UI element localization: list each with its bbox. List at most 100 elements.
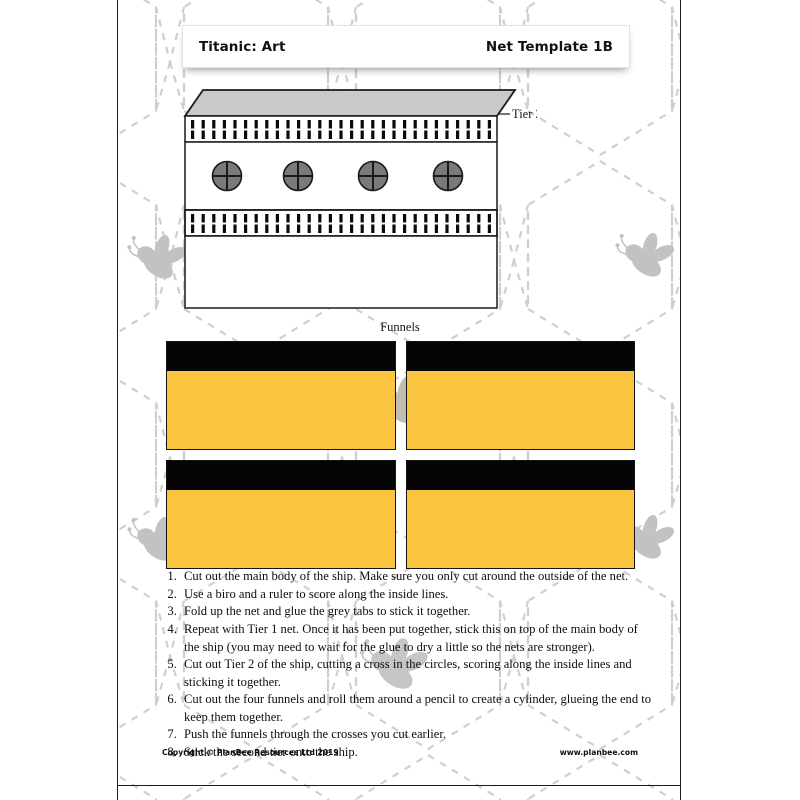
ship-window-mark [233,130,237,139]
ship-window-mark [456,130,460,139]
ship-window-mark [286,224,290,233]
ship-window-mark [424,214,428,223]
ship-window-mark [381,120,385,129]
instructions-section: Cut out the main body of the ship. Make … [156,568,656,762]
page-footer: Copyright © PlanBee Resources Ltd 2019 w… [118,748,680,770]
ship-window-mark [466,120,470,129]
ship-window-mark [413,224,417,233]
worksheet-header-box: Titanic: Art Net Template 1B [182,25,630,68]
ship-window-mark [360,120,364,129]
ship-window-mark [350,224,354,233]
ship-window-mark [328,130,332,139]
ship-window-mark [297,120,301,129]
ship-window-mark [233,224,237,233]
funnel-cap-band [406,342,634,371]
ship-window-mark [318,214,322,223]
ship-window-mark [350,130,354,139]
ship-window-mark [275,214,279,223]
ship-window-mark [212,130,216,139]
funnels-section-label: Funnels [380,320,420,334]
ship-net-diagram: Tier 2 [183,89,537,309]
ship-window-mark [371,214,375,223]
ship-window-mark [392,224,396,233]
ship-window-mark [487,120,491,129]
ship-window-mark [477,214,481,223]
ship-window-mark [254,120,258,129]
instruction-step: Use a biro and a ruler to score along th… [180,586,656,603]
ship-window-mark [360,214,364,223]
ship-window-mark [466,224,470,233]
ship-window-mark [328,120,332,129]
ship-window-mark [286,120,290,129]
ship-window-mark [212,224,216,233]
instructions-list: Cut out the main body of the ship. Make … [156,568,656,762]
ship-window-mark [191,224,195,233]
ship-window-mark [222,224,226,233]
instruction-step: Fold up the net and glue the grey tabs t… [180,603,656,620]
porthole [432,160,464,192]
ship-window-mark [244,120,248,129]
porthole [357,160,389,192]
ship-window-mark [286,130,290,139]
ship-window-mark [201,224,205,233]
ship-window-mark [434,214,438,223]
ship-window-mark [275,130,279,139]
footer-website-url[interactable]: www.planbee.com [559,748,638,757]
instruction-step: Push the funnels through the crosses you… [180,726,656,743]
ship-window-mark [360,130,364,139]
ship-window-mark [477,224,481,233]
ship-window-mark [456,224,460,233]
ship-window-mark [339,120,343,129]
ship-window-mark [233,120,237,129]
ship-window-mark [328,224,332,233]
ship-window-mark [307,120,311,129]
worksheet-page: Titanic: Art Net Template 1B [117,0,681,800]
ship-window-mark [456,120,460,129]
ship-window-mark [381,214,385,223]
ship-window-mark [371,120,375,129]
bee-decoration-icon [615,232,674,277]
ship-window-mark [265,130,269,139]
ship-window-mark [318,130,322,139]
ship-window-mark [392,214,396,223]
ship-window-mark [339,130,343,139]
ship-window-mark [222,130,226,139]
funnel-net [166,460,396,569]
ship-window-mark [244,130,248,139]
page-title-right: Net Template 1B [485,38,613,55]
ship-window-mark [413,120,417,129]
footer-copyright: Copyright © PlanBee Resources Ltd 2019 [162,748,339,757]
ship-window-mark [339,214,343,223]
ship-window-mark [212,214,216,223]
ship-window-mark [286,214,290,223]
ship-window-mark [445,224,449,233]
funnel-net-grid [166,341,635,569]
ship-window-mark [307,224,311,233]
ship-window-mark [413,214,417,223]
ship-window-mark [307,130,311,139]
ship-window-mark [381,224,385,233]
ship-window-mark [201,120,205,129]
instruction-step: Cut out Tier 2 of the ship, cutting a cr… [180,656,656,691]
ship-window-mark [371,130,375,139]
ship-window-mark [318,120,322,129]
ship-window-mark [201,130,205,139]
ship-window-mark [477,120,481,129]
ship-window-mark [191,120,195,129]
ship-window-mark [403,214,407,223]
ship-window-mark [328,214,332,223]
ship-window-mark [297,214,301,223]
ship-window-mark [244,224,248,233]
ship-window-mark [392,120,396,129]
ship-window-mark [244,214,248,223]
page-title-left: Titanic: Art [199,38,286,55]
ship-window-mark [466,214,470,223]
porthole [211,160,243,192]
ship-window-mark [392,130,396,139]
ship-window-mark [350,120,354,129]
instruction-step: Repeat with Tier 1 net. Once it has been… [180,621,656,656]
ship-window-mark [466,130,470,139]
tier2-label: Tier 2 [512,107,537,121]
instruction-step: Cut out the main body of the ship. Make … [180,568,656,585]
ship-window-mark [424,120,428,129]
